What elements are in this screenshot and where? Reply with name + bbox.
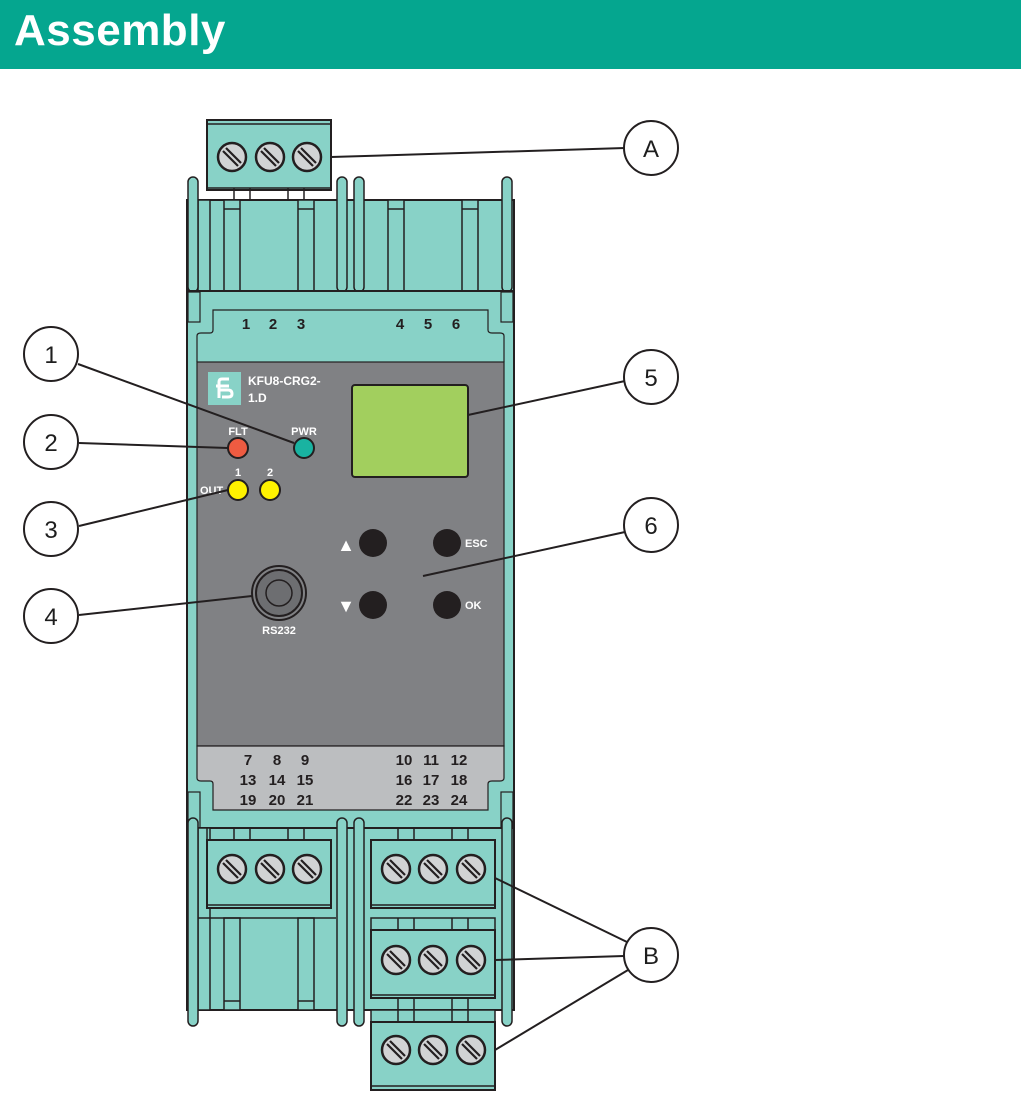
callout-label: 4 [44, 604, 57, 631]
terminal-number: 3 [297, 316, 305, 333]
terminal-number: 18 [451, 772, 468, 789]
terminal-number: 7 [244, 752, 252, 769]
callout-5: 5 [623, 349, 679, 405]
pepperl-fuchs-logo-icon [208, 372, 241, 405]
rs232-port[interactable] [251, 565, 307, 621]
callout-label: B [643, 943, 659, 970]
led-out2-indicator [259, 479, 281, 501]
rs232-label: RS232 [262, 625, 296, 637]
callout-3: 3 [23, 501, 79, 557]
terminal-number: 24 [451, 792, 468, 809]
screw-icon [380, 944, 412, 976]
terminal-number: 19 [240, 792, 257, 809]
screw-icon [455, 944, 487, 976]
led-label-out1: 1 [235, 467, 241, 479]
screw-icon [455, 853, 487, 885]
bottom-terminal-strip [196, 745, 505, 811]
terminal-number: 2 [269, 316, 277, 333]
bottom-right-terminal-block-b1 [370, 828, 496, 909]
bottom-terminal-numbers: 7 8 9 13 14 15 19 20 21 10 11 12 16 17 1… [240, 752, 468, 809]
callout-2: 2 [23, 414, 79, 470]
lcd-display [351, 384, 469, 478]
terminal-number: 11 [423, 752, 439, 769]
terminal-number: 13 [240, 772, 257, 789]
terminal-number: 14 [269, 772, 286, 789]
screw-icon [291, 141, 323, 173]
callout-label: 2 [44, 430, 57, 457]
led-label-out2: 2 [267, 467, 273, 479]
top-terminal-numbers: 1 2 3 4 5 6 [242, 316, 460, 333]
callout-label: A [643, 136, 659, 163]
leader-lines [77, 147, 629, 1051]
esc-label: ESC [465, 538, 488, 550]
callout-label: 1 [44, 342, 57, 369]
up-arrow-icon: ▲ [337, 535, 355, 555]
led-label-out: OUT [200, 485, 224, 497]
terminal-number: 22 [396, 792, 413, 809]
callout-1: 1 [23, 326, 79, 382]
down-button[interactable] [359, 591, 387, 619]
screw-icon [455, 1034, 487, 1066]
bottom-right-terminal-block-b3 [370, 998, 496, 1091]
terminal-number: 1 [242, 316, 250, 333]
screw-icon [216, 853, 248, 885]
terminal-number: 6 [452, 316, 460, 333]
terminal-number: 20 [269, 792, 286, 809]
terminal-number: 16 [396, 772, 413, 789]
screw-icon [417, 944, 449, 976]
callout-label: 3 [44, 517, 57, 544]
led-label-flt: FLT [228, 426, 248, 438]
screw-icon [417, 853, 449, 885]
screw-icon [254, 853, 286, 885]
upper-housing [186, 176, 515, 293]
terminal-number: 10 [396, 752, 413, 769]
callout-label: 5 [644, 365, 657, 392]
screw-icon [254, 141, 286, 173]
terminal-number: 12 [451, 752, 468, 769]
callout-a: A [623, 120, 679, 176]
ok-label: OK [465, 600, 482, 612]
model-name-line2: 1.D [248, 391, 267, 405]
terminal-number: 4 [396, 316, 405, 333]
esc-button[interactable] [433, 529, 461, 557]
callout-b: B [623, 927, 679, 983]
top-terminal-block-a [206, 119, 332, 200]
screw-icon [380, 1034, 412, 1066]
bottom-left-terminal-block [206, 828, 332, 909]
led-flt-indicator [227, 437, 249, 459]
down-arrow-icon: ▼ [337, 596, 355, 616]
screw-icon [216, 141, 248, 173]
terminal-number: 15 [297, 772, 314, 789]
up-button[interactable] [359, 529, 387, 557]
terminal-number: 21 [297, 792, 314, 809]
page-title: Assembly [14, 6, 226, 55]
terminal-number: 23 [423, 792, 440, 809]
screw-icon [380, 853, 412, 885]
screw-icon [417, 1034, 449, 1066]
led-label-pwr: PWR [291, 426, 317, 438]
section-header: Assembly [0, 0, 1021, 69]
terminal-number: 9 [301, 752, 309, 769]
terminal-number: 5 [424, 316, 432, 333]
callout-label: 6 [644, 513, 657, 540]
ok-button[interactable] [433, 591, 461, 619]
led-pwr-indicator [293, 437, 315, 459]
bottom-right-terminal-block-b2 [370, 917, 496, 999]
led-out1-indicator [227, 479, 249, 501]
model-name-line1: KFU8-CRG2- [248, 374, 321, 388]
terminal-number: 17 [423, 772, 440, 789]
callout-4: 4 [23, 588, 79, 644]
terminal-number: 8 [273, 752, 281, 769]
callout-6: 6 [623, 497, 679, 553]
screw-icon [291, 853, 323, 885]
